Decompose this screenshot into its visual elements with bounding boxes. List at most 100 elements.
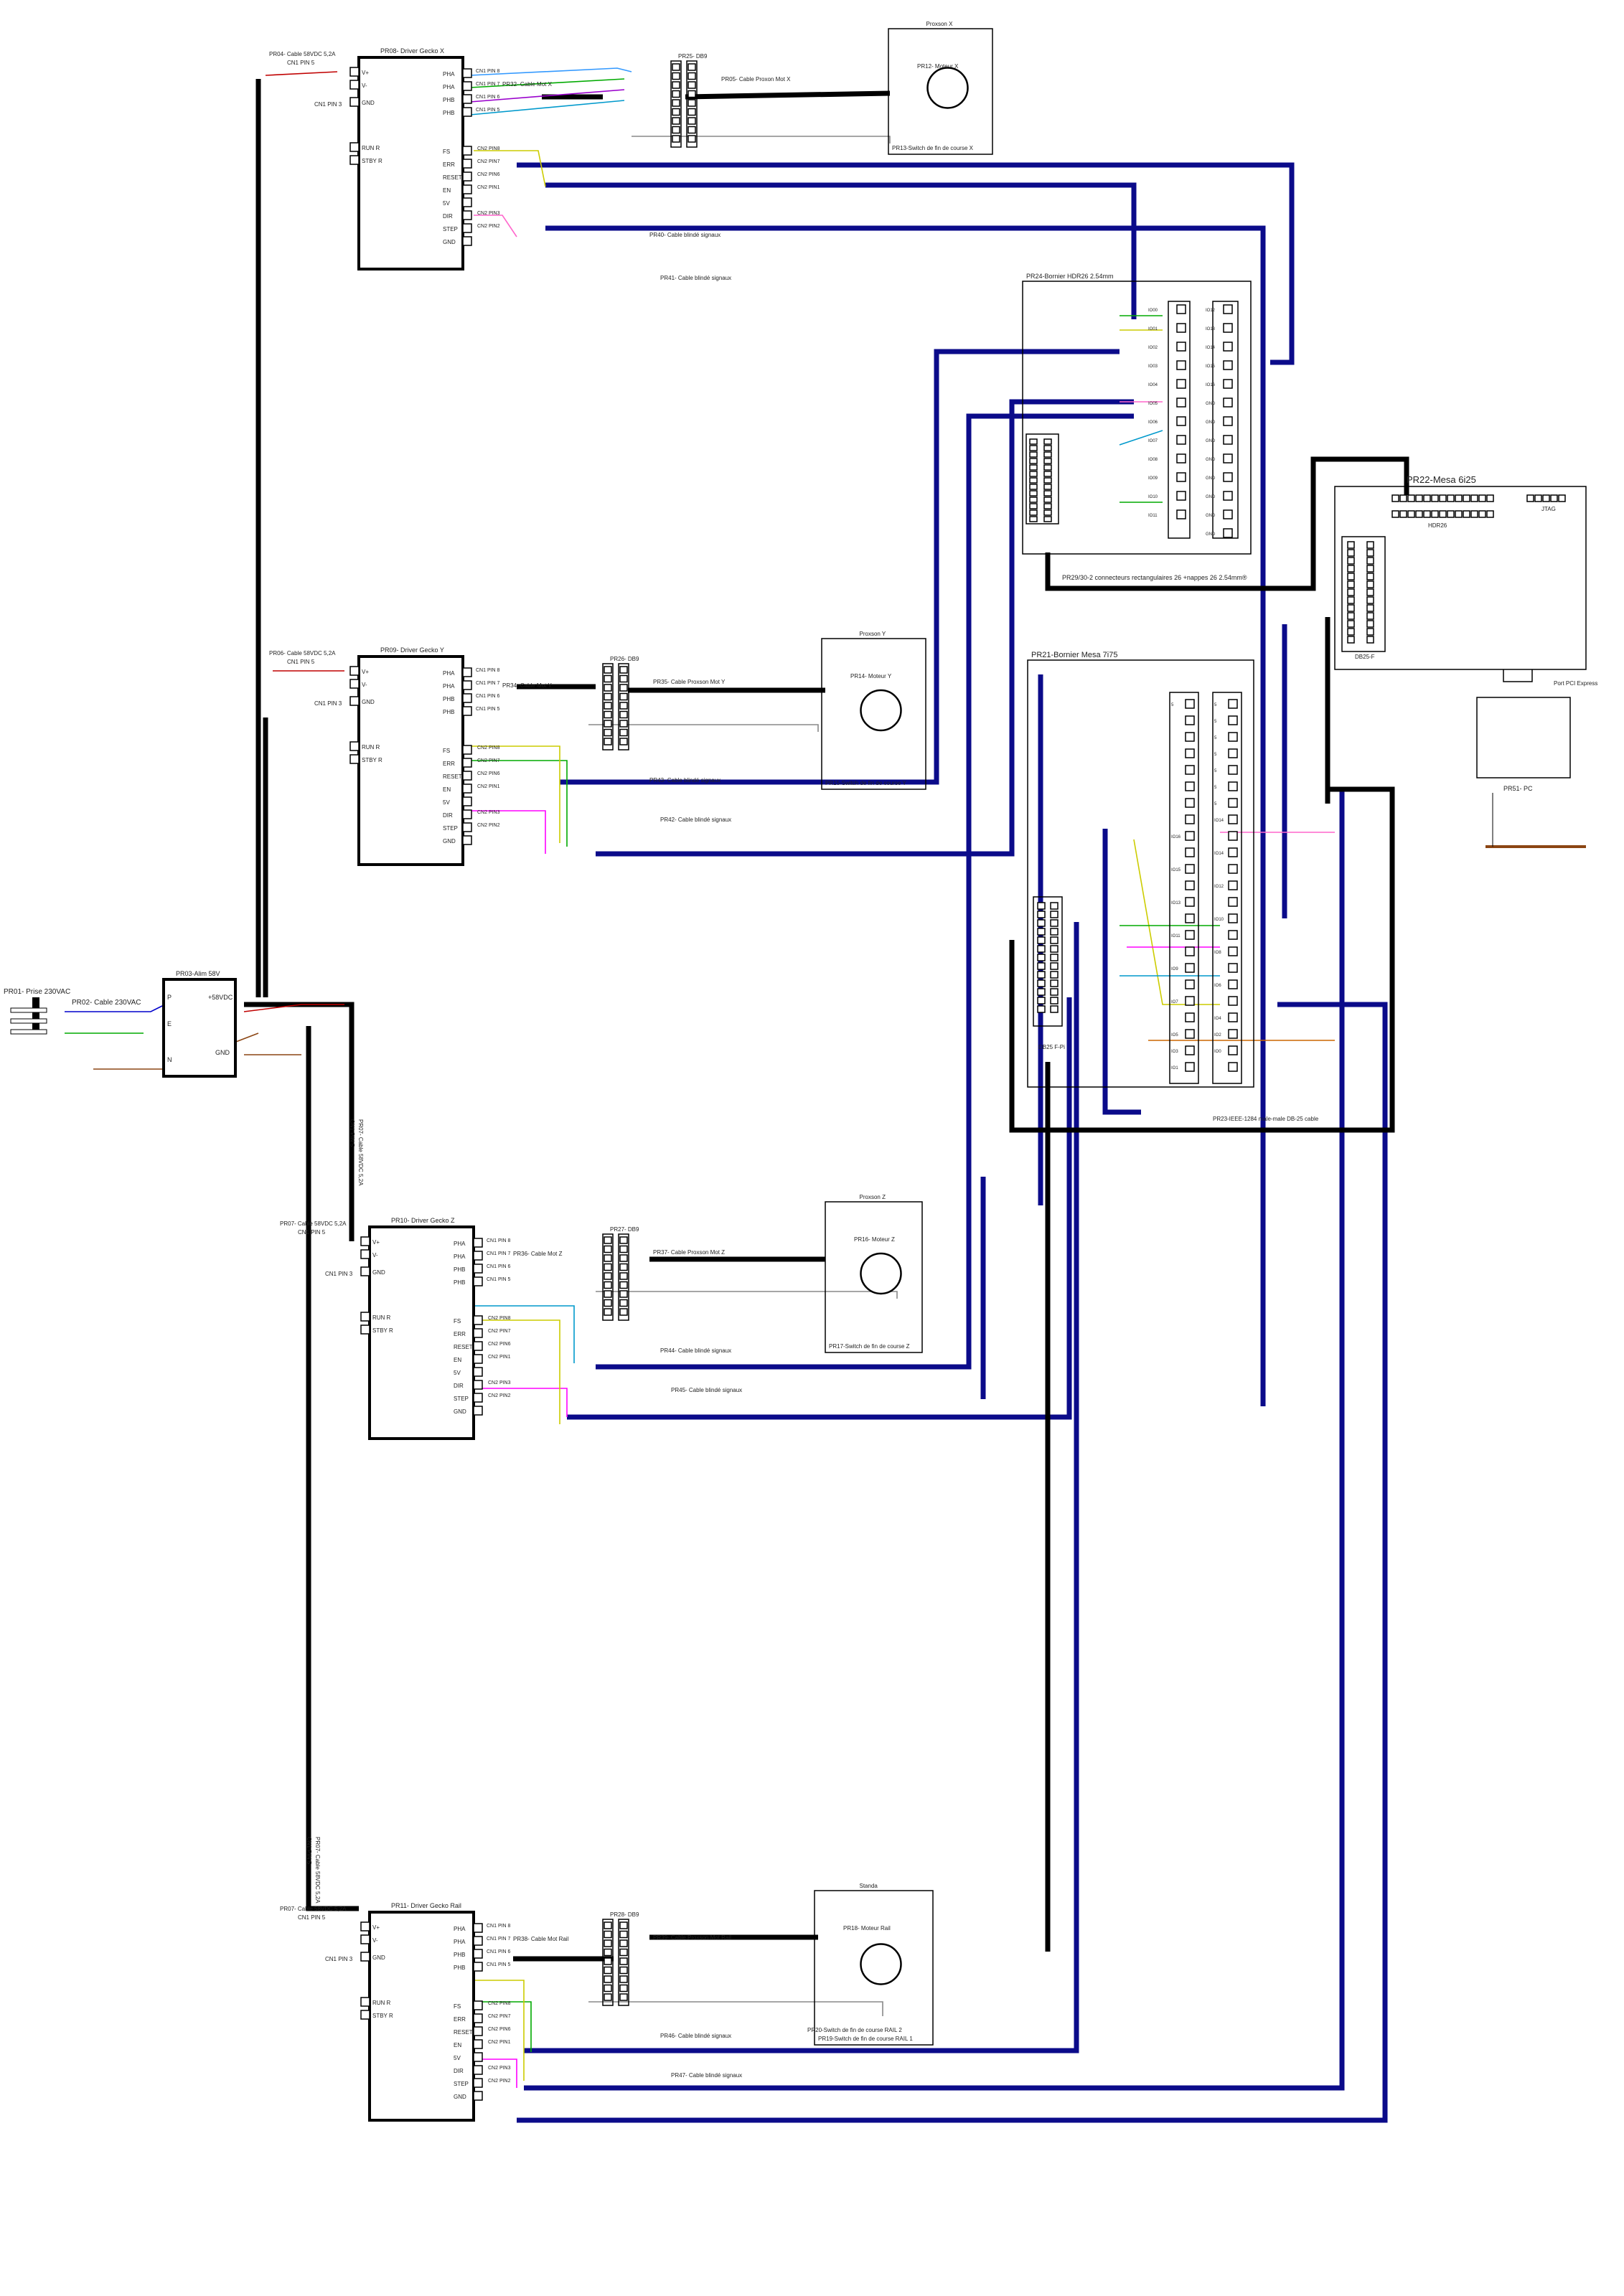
mesa7-col2-pin: [1228, 946, 1238, 956]
driver-y-right-pin: [462, 784, 472, 794]
driver-r-right-pin-label: STEP: [454, 2081, 469, 2087]
driver-z-right-pin: [473, 1238, 483, 1248]
driver-r-right-pin-label: PHB: [454, 1965, 465, 1971]
driver-r-right-pin-label: EN: [454, 2042, 461, 2048]
driver-z-db9-pin: [619, 1281, 628, 1289]
driver-z-signal-label: CN2 PIN7: [488, 1329, 511, 1334]
hdr-ribbon-pin: [1029, 490, 1038, 497]
driver-y-right-pin-label: DIR: [443, 812, 453, 819]
driver-r-right-pin: [473, 1923, 483, 1933]
driver-x-right-pin-label: RESET: [443, 174, 462, 181]
driver-z-right-pin-label: PHB: [454, 1266, 465, 1273]
driver-z-switch: PR17-Switch de fin de course Z: [829, 1343, 910, 1350]
driver-r-signal-label: CN2 PIN7: [488, 2014, 511, 2019]
driver-x-phase-label: CN1 PIN 6: [476, 95, 500, 100]
mesa7-db25-pin: [1050, 1005, 1059, 1013]
driver-x-db9-pin: [672, 117, 680, 125]
hdr-left-pin: [1176, 397, 1186, 408]
driver-y-db9-pin: [604, 728, 612, 737]
driver-y-db9-pin: [604, 720, 612, 728]
driver-y-motcable: PR34- Cable Mot Y: [502, 682, 552, 689]
driver-r-left-pin-label: STBY R: [372, 2013, 393, 2019]
hdr-right-label: GND: [1206, 495, 1216, 499]
driver-r-db9-pin: [604, 1975, 612, 1983]
driver-r-right-pin: [473, 2013, 483, 2023]
driver-r-box-title: Standa: [860, 1883, 878, 1889]
hdr-left-pin: [1176, 304, 1186, 314]
driver-z-db9-pin: [604, 1308, 612, 1316]
driver-y-right-pin-label: PHB: [443, 696, 454, 702]
driver-r-phase-label: CN1 PIN 6: [487, 1949, 511, 1954]
driver-x-right-pin-label: STEP: [443, 226, 458, 232]
driver-z-right-pin: [473, 1367, 483, 1377]
mesa6-hdr-pin: [1431, 510, 1439, 518]
driver-x-right-pin-label: EN: [443, 187, 451, 194]
mesa6-hdr-pin: [1391, 494, 1399, 502]
hdr-ribbon-pin: [1043, 471, 1052, 477]
driver-x-db9-pin: [672, 63, 680, 71]
driver-r-motor-box: [814, 1890, 934, 2046]
driver-r-motcable: PR38- Cable Mot Rail: [513, 1936, 569, 1942]
hdr26-bornier: PR24-Bornier HDR26 2.54mm PR29/30-2 conn…: [1022, 273, 1252, 581]
mesa6-db25-pin: [1347, 549, 1355, 557]
driver-y-signal-label: CN2 PIN2: [477, 823, 500, 828]
driver-x-right-pin-label: ERR: [443, 161, 455, 168]
driver-x-db9-pin: [672, 135, 680, 143]
mesa7-col2-pin: [1228, 798, 1238, 808]
driver-r-db9-right: [618, 1919, 629, 2006]
mesa7-col2-pin: [1228, 880, 1238, 890]
driver-y-box-title: Proxson Y: [860, 631, 886, 637]
driver-x-signal-label: CN2 PIN7: [477, 159, 500, 164]
driver-x-right-pin: [462, 94, 472, 104]
driver-y-db9-pin: [604, 684, 612, 692]
driver-z-title: PR10- Driver Gecko Z: [391, 1217, 455, 1224]
mesa7-db25-pin: [1037, 911, 1046, 918]
mesa7-db25-pin: [1037, 945, 1046, 953]
vertical-cn-label-1: CN1 PIN 5: [349, 1119, 355, 1147]
driver-y-phase-label: CN1 PIN 7: [476, 681, 500, 686]
driver-x-right-pin-label: FS: [443, 149, 450, 155]
driver-x-db9-pin: [687, 81, 696, 89]
driver-y-db9-pin: [604, 674, 612, 683]
mesa7-db25-pin: [1050, 928, 1059, 936]
mesa7-col2-pin: [1228, 765, 1238, 775]
driver-y-left-pin-label: GND: [362, 699, 375, 705]
driver-r-right-pin-label: PHA: [454, 1939, 466, 1945]
driver-z-signal-label: CN2 PIN1: [488, 1355, 511, 1360]
driver-y-db9-pin: [604, 702, 612, 710]
mesa6-db25-pin: [1366, 620, 1374, 628]
driver-x-db9-pin: [672, 99, 680, 107]
mesa7-db25-pin: [1037, 928, 1046, 936]
driver-x-right-pin: [462, 223, 472, 233]
driver-z-db9-pin: [604, 1236, 612, 1244]
mesa6-db25-pin: [1366, 588, 1374, 596]
driver-z-right-pin-label: PHA: [454, 1253, 466, 1260]
hdr-right-pin: [1223, 491, 1233, 501]
mesa7-col1-pin: [1185, 831, 1195, 841]
driver-r-db9-pin: [604, 1993, 612, 2001]
mesa6-db25-pin: [1347, 573, 1355, 580]
driver-x-right-pin-label: PHA: [443, 71, 455, 77]
mesa7-col2-pin: [1228, 715, 1238, 725]
driver-z-left-pin: [360, 1236, 370, 1246]
driver-r-left-pin: [360, 1952, 370, 1962]
mesa6-hdr-pin: [1399, 510, 1407, 518]
driver-z-motor: PR16- Moteur Z: [854, 1236, 895, 1243]
driver-z-right-pin-label: PHA: [454, 1241, 466, 1247]
driver-z-db9-pin: [604, 1290, 612, 1298]
mesa6-db25-pin: [1347, 588, 1355, 596]
hdr-left-label: IO06: [1148, 420, 1158, 425]
driver-x-motor-icon: [926, 67, 969, 109]
driver-y-right-pin-label: STEP: [443, 825, 458, 832]
hdr-left-pin: [1176, 435, 1186, 445]
driver-z-right-pin: [473, 1354, 483, 1364]
hdr-right-label: IO16: [1206, 383, 1216, 387]
mesa6-hdr-pin: [1470, 494, 1478, 502]
driver-y-cable: PR06- Cable 58VDC 5,2A: [269, 650, 336, 657]
driver-z-left-pin-label: V-: [372, 1252, 378, 1258]
mesa7-col1-label: IO9: [1171, 967, 1178, 971]
driver-r-right-pin: [473, 2039, 483, 2049]
mesa7-col2-label: IO6: [1214, 984, 1221, 988]
